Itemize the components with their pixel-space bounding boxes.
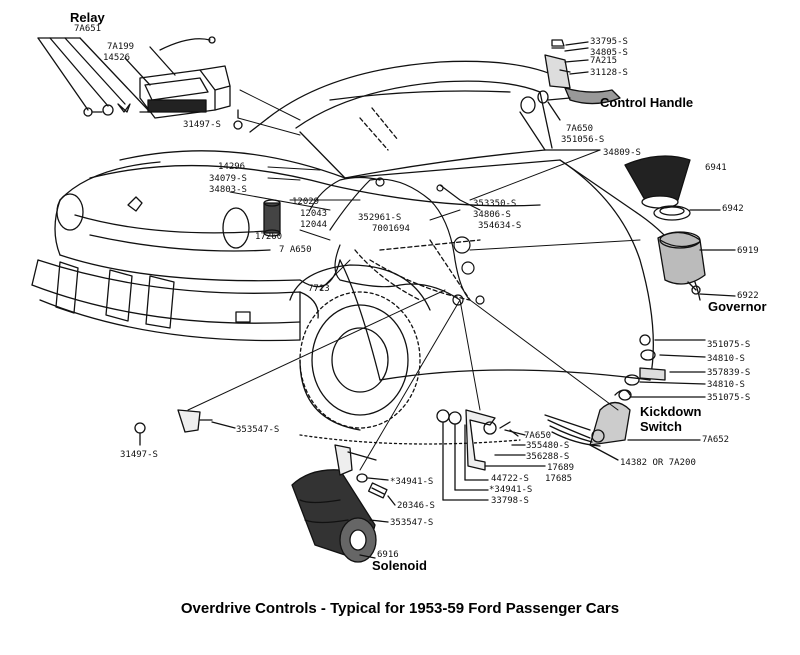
part-label-6941: 6941 [705,163,727,173]
relay-heading: Relay [70,10,105,25]
kickdown-switch-illustration [544,334,706,461]
part-label-31128: 31128-S [590,68,628,78]
part-label-7001694: 7001694 [372,224,410,234]
part-label-34079: 34079-S [209,174,247,184]
part-label-351075-top: 351075-S [707,340,751,350]
coil-illustration [263,199,281,237]
relay-illustration [37,36,243,130]
kickdown-switch-heading: Kickdown Switch [640,404,702,434]
part-label-34941-solenoid: *34941-S [390,477,434,487]
part-label-14526: 14526 [103,53,131,63]
part-label-7713: 7713 [308,284,330,294]
part-label-34809: 34809-S [603,148,641,158]
part-label-34810-bottom: 34810-S [707,380,745,390]
part-label-14296: 14296 [218,162,246,172]
solenoid-illustration [291,444,396,563]
part-label-34803: 34803-S [209,185,247,195]
part-label-6919: 6919 [737,246,759,256]
part-label-352961: 352961-S [358,213,402,223]
wiring-harness-illustration [309,176,485,306]
governor-heading: Governor [708,299,767,314]
part-label-7a650-wiring: 7 A650 [279,245,312,255]
part-label-353547-bracket: 353547-S [236,425,280,435]
part-label-12043: 12043 [300,209,328,219]
part-label-44722: 44722-S [491,474,529,484]
part-label-7a215: 7A215 [590,56,618,66]
part-label-7a199: 7A199 [107,42,135,52]
part-label-34810-top: 34810-S [707,354,745,364]
part-label-7a650-handle: 7A650 [566,124,594,134]
leader-lines [187,89,641,471]
diagram-caption: Overdrive Controls - Typical for 1953-59… [180,600,620,617]
part-label-20346: 20346-S [397,501,435,511]
part-label-34941-linkage: *34941-S [489,485,533,495]
part-label-14382-or-7a200: 14382 OR 7A200 [620,458,696,468]
car-body-illustration [31,60,701,445]
part-label-33795: 33795-S [590,37,628,47]
control-handle-illustration [519,39,621,151]
part-label-17689: 17689 [547,463,575,473]
part-label-356288: 356288-S [526,452,570,462]
bracket-clip-illustration [134,409,236,446]
part-label-12044: 12044 [300,220,328,230]
part-label-17260: 17260 [255,232,283,242]
part-label-17685: 17685 [545,474,573,484]
part-label-31497-bracket: 31497-S [120,450,158,460]
part-label-353350: 353350-S [473,199,517,209]
part-label-6942: 6942 [722,204,744,214]
part-label-354634: 354634-S [478,221,522,231]
part-label-6922: 6922 [737,291,759,301]
part-label-353547-solenoid: 353547-S [390,518,434,528]
part-label-355480: 355480-S [526,441,570,451]
part-label-31497-relay: 31497-S [183,120,221,130]
part-label-7a652: 7A652 [702,435,730,445]
part-label-351056: 351056-S [561,135,605,145]
part-label-34805: 34805-S [590,48,628,58]
part-label-351075-bottom: 351075-S [707,393,751,403]
part-label-34806: 34806-S [473,210,511,220]
part-label-12029: 12029 [292,197,320,207]
control-handle-heading: Control Handle [600,95,694,110]
part-label-7a650-linkage: 7A650 [524,431,552,441]
linkage-bracket-illustration [436,409,546,501]
part-label-7a651: 7A651 [74,24,102,34]
part-label-357839: 357839-S [707,368,751,378]
part-label-6916: 6916 [377,550,399,560]
governor-illustration [624,155,736,297]
solenoid-heading: Solenoid [372,558,427,573]
part-label-33798: 33798-S [491,496,529,506]
